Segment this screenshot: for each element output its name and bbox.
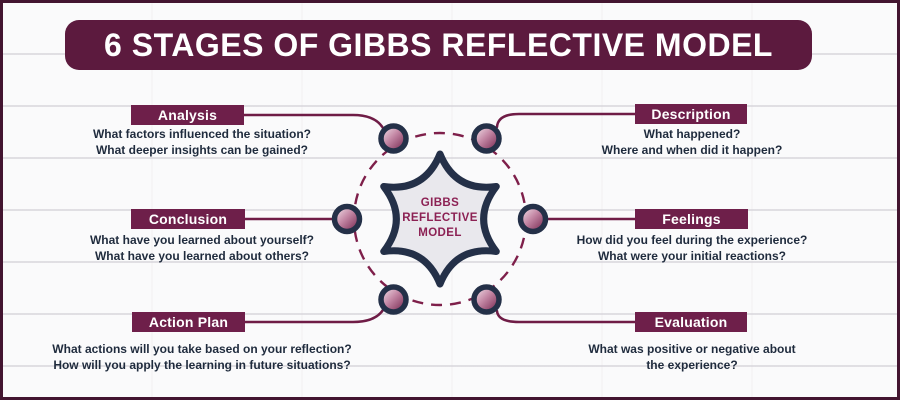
question-line: What factors influenced the situation? <box>92 127 311 141</box>
node-description <box>471 123 502 154</box>
center-label-line: GIBBS <box>420 197 460 209</box>
center-model-label: GIBBS REFLECTIVE MODEL <box>360 196 520 241</box>
node-conclusion <box>331 203 363 235</box>
connector-action-plan <box>242 308 385 324</box>
stage-questions-conclusion: What have you learned about yourself? Wh… <box>42 232 362 264</box>
connector-evaluation <box>495 309 637 324</box>
connector-analysis <box>242 113 385 130</box>
center-label-line: MODEL <box>418 227 462 239</box>
question-line: the experience? <box>646 358 738 372</box>
stage-label-feelings: Feelings <box>635 209 748 229</box>
question-line: What have you learned about others? <box>94 249 310 263</box>
question-line: What actions will you take based on your… <box>52 342 352 356</box>
question-line: Where and when did it happen? <box>601 143 783 157</box>
question-line: How will you apply the learning in futur… <box>53 358 351 372</box>
gear-badge-shape <box>380 150 500 288</box>
node-feelings <box>517 203 549 235</box>
stage-label-action-plan: Action Plan <box>132 312 245 332</box>
question-line: What deeper insights can be gained? <box>95 143 309 157</box>
question-line: How did you feel during the experience? <box>576 233 808 247</box>
connector-description <box>495 112 637 129</box>
question-line: What was positive or negative about <box>588 342 796 356</box>
gibbs-cycle-diagram <box>242 112 637 324</box>
stage-questions-feelings: How did you feel during the experience? … <box>532 232 852 264</box>
center-label-line: REFLECTIVE <box>402 212 478 224</box>
question-line: What happened? <box>643 127 741 141</box>
page-title: 6 STAGES OF GIBBS REFLECTIVE MODEL <box>65 20 812 70</box>
stage-questions-description: What happened? Where and when did it hap… <box>532 126 852 158</box>
stage-label-evaluation: Evaluation <box>635 312 747 332</box>
question-line: What were your initial reactions? <box>597 249 787 263</box>
stage-label-description: Description <box>635 104 747 124</box>
stage-questions-evaluation: What was positive or negative about the … <box>532 341 852 373</box>
stage-label-analysis: Analysis <box>131 105 244 125</box>
node-analysis <box>378 123 409 154</box>
node-action-plan <box>378 284 409 315</box>
stage-label-conclusion: Conclusion <box>131 209 245 229</box>
stage-questions-action-plan: What actions will you take based on your… <box>42 341 362 373</box>
stage-questions-analysis: What factors influenced the situation? W… <box>42 126 362 158</box>
node-evaluation <box>471 284 502 315</box>
question-line: What have you learned about yourself? <box>89 233 315 247</box>
